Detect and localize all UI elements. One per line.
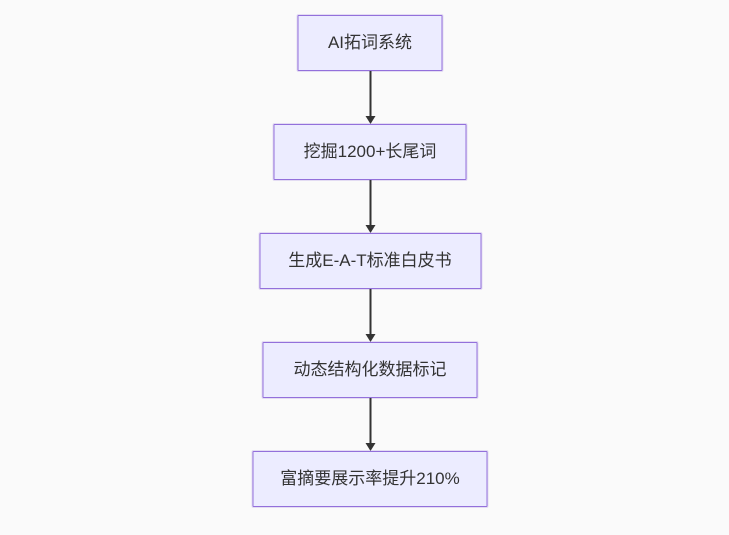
flow-node-label: 富摘要展示率提升210% <box>280 468 460 488</box>
flow-edge-4 <box>365 398 375 451</box>
flow-node-structured-data-markup: 动态结构化数据标记 <box>262 342 478 398</box>
flow-edge-1 <box>365 71 375 124</box>
arrowhead-down-icon <box>365 225 375 233</box>
flow-edge-3 <box>365 289 375 342</box>
flowchart-column: AI拓词系统 挖掘1200+长尾词 生成E-A-T标准白皮书 动态结构化数据标记 <box>252 15 488 507</box>
edge-line <box>369 71 371 116</box>
edge-line <box>369 289 371 334</box>
flow-node-label: 挖掘1200+长尾词 <box>303 141 437 161</box>
flow-node-ai-keyword-system: AI拓词系统 <box>297 15 443 71</box>
arrowhead-down-icon <box>365 334 375 342</box>
flow-node-label: AI拓词系统 <box>327 32 413 52</box>
flow-edge-2 <box>365 180 375 233</box>
edge-line <box>369 180 371 225</box>
edge-line <box>369 398 371 443</box>
arrowhead-down-icon <box>365 443 375 451</box>
flow-node-label: 动态结构化数据标记 <box>293 359 447 379</box>
arrowhead-down-icon <box>365 116 375 124</box>
flow-node-eat-whitepaper: 生成E-A-T标准白皮书 <box>259 233 481 289</box>
flow-node-label: 生成E-A-T标准白皮书 <box>288 250 452 270</box>
flow-node-longtail-mining: 挖掘1200+长尾词 <box>273 124 467 180</box>
flow-node-rich-snippet-result: 富摘要展示率提升210% <box>252 451 488 507</box>
